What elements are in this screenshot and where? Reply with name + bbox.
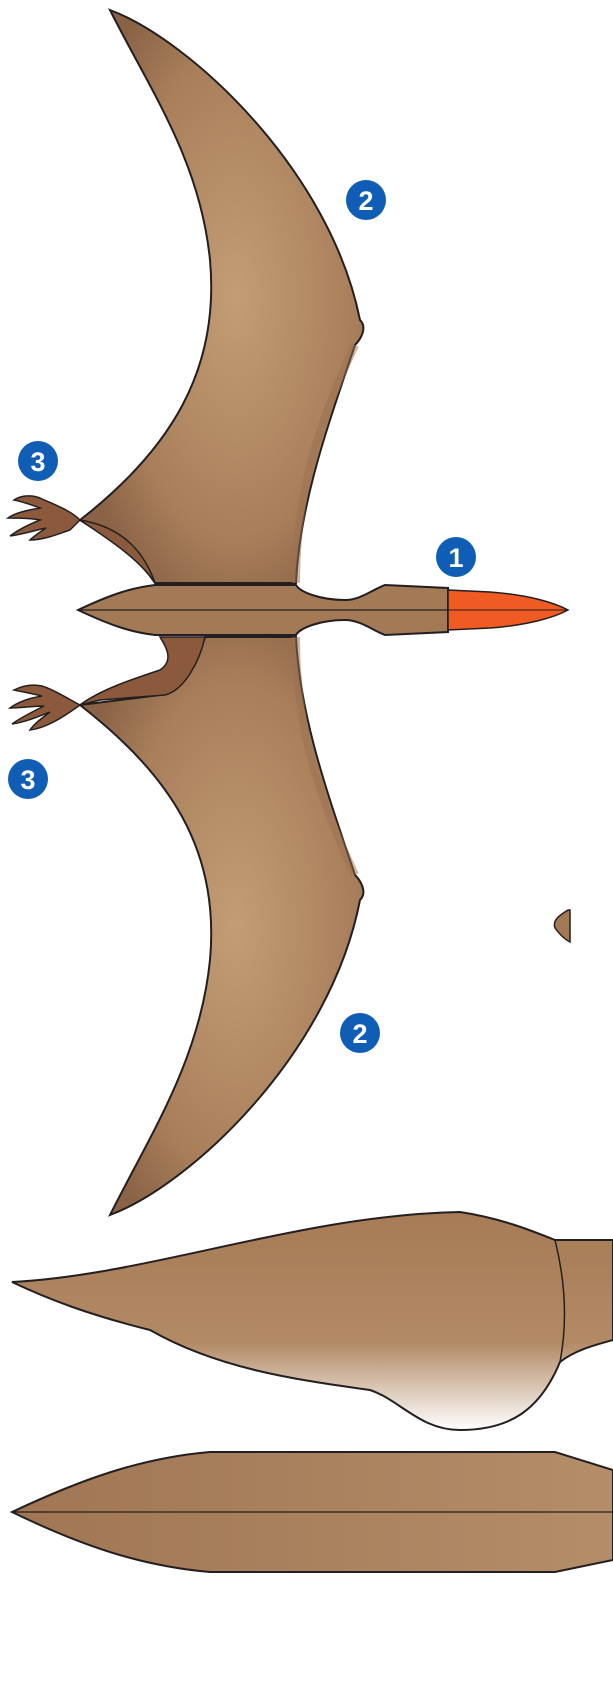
marker-wing-bottom: 2	[340, 1013, 380, 1053]
crest-fragment	[554, 910, 570, 942]
upper-wing	[80, 10, 363, 583]
fuselage-side-shape	[12, 1212, 613, 1430]
marker-hand-top-label: 3	[30, 447, 45, 477]
marker-hand-top: 3	[18, 441, 58, 481]
upper-wing-membrane	[80, 10, 363, 583]
lower-wing	[80, 637, 363, 1215]
pterosaur-body	[78, 585, 568, 635]
lower-claw	[10, 685, 80, 730]
marker-hand-bottom: 3	[8, 759, 48, 799]
marker-wing-top-label: 2	[358, 186, 373, 216]
upper-claw	[8, 496, 80, 540]
fuselage-top-piece	[12, 1452, 613, 1572]
fuselage-side-piece	[12, 1212, 613, 1430]
marker-wing-bottom-label: 2	[352, 1019, 367, 1049]
marker-hand-bottom-label: 3	[20, 765, 35, 795]
marker-head: 1	[436, 537, 476, 577]
marker-head-label: 1	[448, 543, 463, 573]
lower-wing-membrane	[80, 637, 363, 1215]
marker-wing-top: 2	[346, 180, 386, 220]
